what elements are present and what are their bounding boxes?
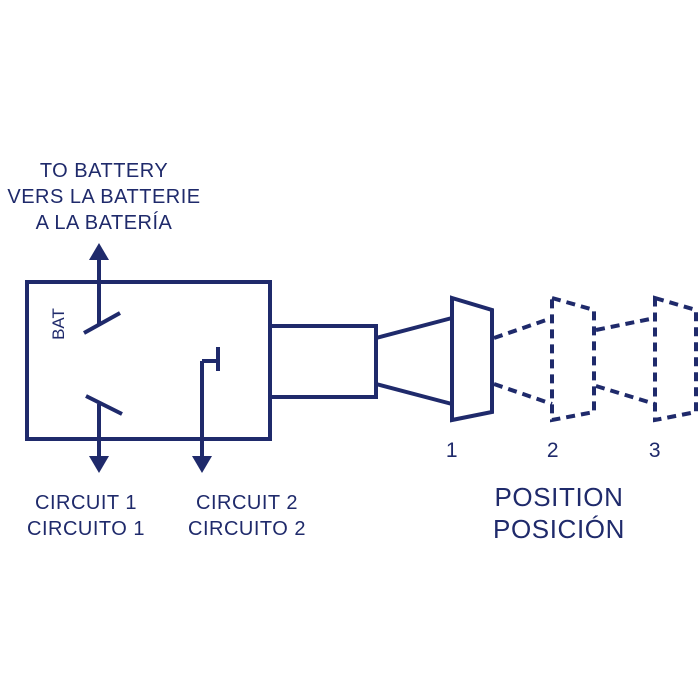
bat-label: BAT — [49, 308, 68, 340]
circuit1-switch-contact — [85, 394, 123, 416]
position-title-es: POSICIÓN — [493, 514, 625, 544]
battery-label-en: TO BATTERY — [39, 160, 169, 182]
knob-position-1 — [450, 295, 494, 423]
switch-shaft — [268, 324, 378, 399]
circuit1-label-es: CIRCUITO 1 — [27, 518, 145, 540]
battery-label-es: A LA BATERÍA — [35, 212, 173, 234]
battery-arrow-up-icon — [89, 243, 109, 260]
circuit2-label-es: CIRCUITO 2 — [188, 518, 306, 540]
circuit2-contact — [202, 347, 220, 371]
knob-link-2-3 — [595, 316, 656, 406]
battery-switch-contact — [83, 311, 121, 335]
battery-label-fr: VERS LA BATTERIE — [7, 186, 201, 208]
position-title-en: POSITION — [494, 482, 624, 512]
circuit1-arrow-down-icon — [89, 456, 109, 473]
circuit1-label-en: CIRCUIT 1 — [35, 492, 137, 514]
knob-link-1-2 — [493, 316, 553, 406]
shaft-flare — [375, 316, 453, 406]
position-number-2: 2 — [546, 439, 560, 462]
knob-position-3 — [653, 295, 698, 423]
position-number-1: 1 — [445, 439, 459, 462]
knob-position-2 — [550, 295, 596, 423]
position-number-3: 3 — [648, 439, 662, 462]
circuit2-label-en: CIRCUIT 2 — [196, 492, 298, 514]
circuit2-arrow-down-icon — [192, 456, 212, 473]
